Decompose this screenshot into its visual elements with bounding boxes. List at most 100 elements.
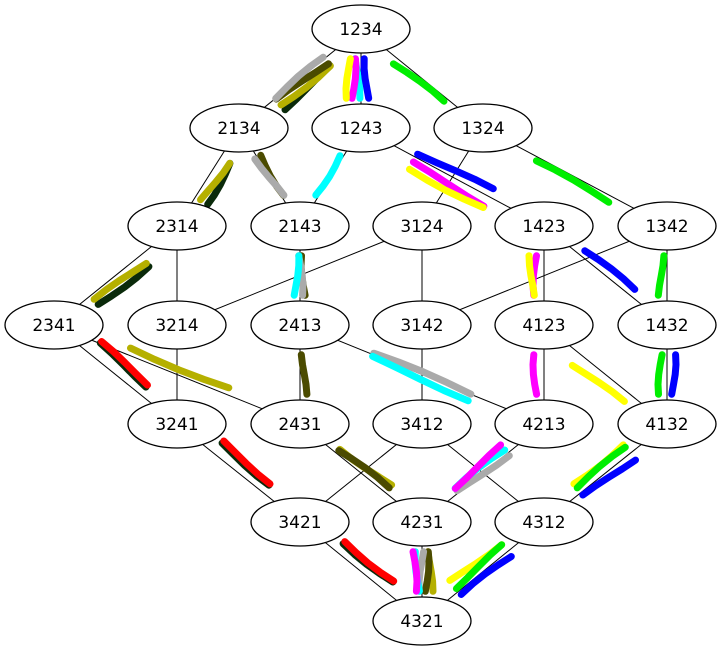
node-label: 1423	[522, 217, 565, 237]
path-stroke-4312-4321	[452, 541, 506, 593]
node-2143: 2143	[250, 201, 350, 251]
node-label: 4213	[522, 415, 565, 435]
path-stroke-4132-4312	[579, 456, 639, 499]
node-4231: 4231	[372, 497, 472, 547]
node-label: 2341	[32, 316, 75, 336]
node-label: 2143	[278, 217, 321, 237]
node-ellipse	[372, 201, 472, 251]
path-stroke-1324-1342	[532, 157, 613, 206]
edge-1342-3142	[421, 225, 668, 326]
path-stroke-2413-2431	[297, 351, 311, 398]
node-4312: 4312	[494, 497, 594, 547]
node-label: 3241	[155, 415, 198, 435]
node-ellipse	[494, 497, 594, 547]
node-label: 1234	[339, 20, 382, 40]
path-stroke-4123-4213	[529, 351, 541, 398]
path-stroke-1342-1432	[654, 252, 668, 299]
path-stroke-1234-1243	[342, 55, 354, 102]
node-4213: 4213	[494, 399, 594, 449]
path-stroke-2341-3241	[98, 338, 151, 389]
path-stroke-3421-4321	[341, 538, 398, 585]
node-1423: 1423	[494, 201, 594, 251]
node-4321: 4321	[372, 596, 472, 646]
node-label: 1324	[461, 119, 504, 139]
node-label: 4123	[522, 316, 565, 336]
node-ellipse	[250, 399, 350, 449]
path-stroke-2134-2143	[251, 155, 288, 199]
node-label: 4132	[645, 415, 688, 435]
path-stroke-1234-2134	[277, 62, 334, 109]
path-stroke-1234-1243	[360, 55, 373, 102]
path-stroke-1432-4132	[668, 351, 680, 398]
node-label: 3412	[400, 415, 443, 435]
node-ellipse	[127, 300, 227, 350]
node-ellipse	[311, 4, 411, 54]
node-2134: 2134	[189, 103, 289, 153]
node-label: 4231	[400, 513, 443, 533]
node-ellipse	[4, 300, 104, 350]
path-stroke-2314-2341	[94, 263, 153, 308]
node-label: 4321	[400, 612, 443, 632]
node-2341: 2341	[4, 300, 104, 350]
path-stroke-4213-4231	[453, 452, 513, 495]
node-1243: 1243	[311, 103, 411, 153]
path-stroke-4231-4321	[409, 548, 421, 595]
node-2431: 2431	[250, 399, 350, 449]
path-stroke-1234-1243	[348, 55, 360, 102]
path-stroke-4132-4312	[573, 443, 629, 492]
node-3142: 3142	[372, 300, 472, 350]
path-stroke-1432-4132	[654, 351, 666, 398]
node-ellipse	[372, 497, 472, 547]
node-label: 2134	[217, 119, 260, 139]
node-label: 3142	[400, 316, 443, 336]
node-4123: 4123	[494, 300, 594, 350]
node-ellipse	[372, 300, 472, 350]
node-ellipse	[127, 399, 227, 449]
highlighted-paths-layer	[90, 53, 680, 598]
path-stroke-1234-2134	[272, 53, 327, 102]
node-3421: 3421	[250, 497, 350, 547]
node-ellipse	[372, 596, 472, 646]
node-ellipse	[617, 300, 717, 350]
node-4132: 4132	[617, 399, 717, 449]
node-1324: 1324	[433, 103, 533, 153]
node-label: 2413	[278, 316, 321, 336]
node-ellipse	[494, 201, 594, 251]
path-stroke-3241-3421	[220, 437, 274, 488]
node-1432: 1432	[617, 300, 717, 350]
node-ellipse	[617, 399, 717, 449]
path-stroke-1423-4123	[525, 252, 538, 299]
node-ellipse	[433, 103, 533, 153]
node-ellipse	[494, 300, 594, 350]
node-3214: 3214	[127, 300, 227, 350]
path-stroke-1234-1324	[389, 60, 448, 105]
path-stroke-2341-2431	[127, 344, 233, 392]
node-ellipse	[494, 399, 594, 449]
path-stroke-2143-2413	[290, 252, 303, 299]
node-3124: 3124	[372, 201, 472, 251]
path-stroke-2413-4213	[370, 349, 475, 398]
path-stroke-1423-1432	[581, 247, 639, 293]
node-label: 2431	[278, 415, 321, 435]
path-stroke-4231-4321	[421, 548, 433, 595]
node-ellipse	[127, 201, 227, 251]
node-2413: 2413	[250, 300, 350, 350]
node-2314: 2314	[127, 201, 227, 251]
node-ellipse	[250, 300, 350, 350]
node-ellipse	[250, 201, 350, 251]
node-ellipse	[250, 497, 350, 547]
node-ellipse	[617, 201, 717, 251]
node-3241: 3241	[127, 399, 227, 449]
node-label: 4312	[522, 513, 565, 533]
nodes-layer: 1234 2134 1243 1324 2314 2143 3124 1423 1342 2341…	[4, 4, 717, 646]
path-stroke-4213-4231	[451, 441, 505, 492]
node-1234: 1234	[311, 4, 411, 54]
node-label: 1342	[645, 217, 688, 237]
path-stroke-4123-4132	[568, 361, 628, 405]
path-stroke-2134-2314	[197, 159, 234, 204]
node-ellipse	[311, 103, 411, 153]
path-stroke-2431-4231	[335, 447, 393, 492]
node-label: 1243	[339, 119, 382, 139]
